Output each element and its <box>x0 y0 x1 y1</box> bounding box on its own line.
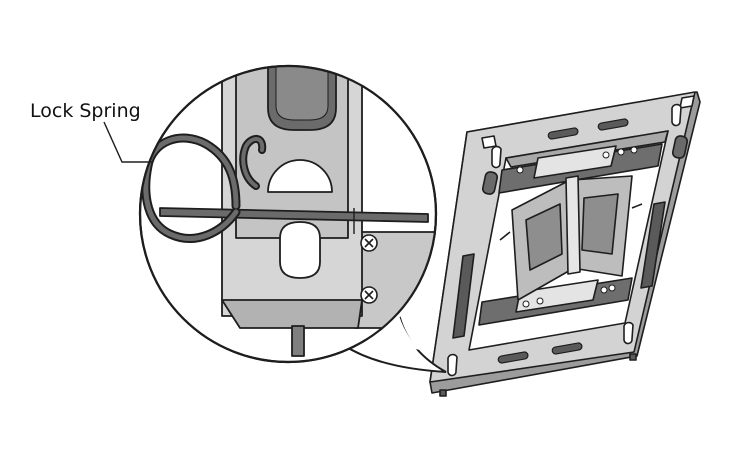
zoom-callout <box>138 64 447 373</box>
lower-plate <box>515 279 599 313</box>
wall-mount-bracket <box>429 91 701 397</box>
side-rail-pads <box>452 201 666 339</box>
zoom-bottom-post <box>291 325 305 357</box>
arm-window-right <box>581 193 619 255</box>
hook-notch-right <box>679 95 695 109</box>
leader-line <box>103 121 152 163</box>
zoom-oval-slot <box>279 221 321 279</box>
screw-icon <box>360 286 378 304</box>
keyhole-slots <box>447 103 682 377</box>
bracket-feet <box>439 353 637 397</box>
screw-icon <box>360 234 378 252</box>
center-hinge <box>565 175 581 275</box>
arm-window-left <box>525 203 563 271</box>
lock-spring-label: Lock Spring <box>30 100 141 122</box>
hook-notch-left <box>481 135 497 149</box>
zoom-round-hole <box>267 159 333 193</box>
lock-spring-callout: Lock Spring <box>30 100 152 163</box>
zoom-lock-rod <box>159 207 429 223</box>
corner-pads <box>481 135 689 195</box>
rail-slots <box>497 118 629 364</box>
zoom-plate-lip <box>221 299 363 329</box>
upper-plate <box>533 145 617 179</box>
plate-holes <box>516 146 638 308</box>
